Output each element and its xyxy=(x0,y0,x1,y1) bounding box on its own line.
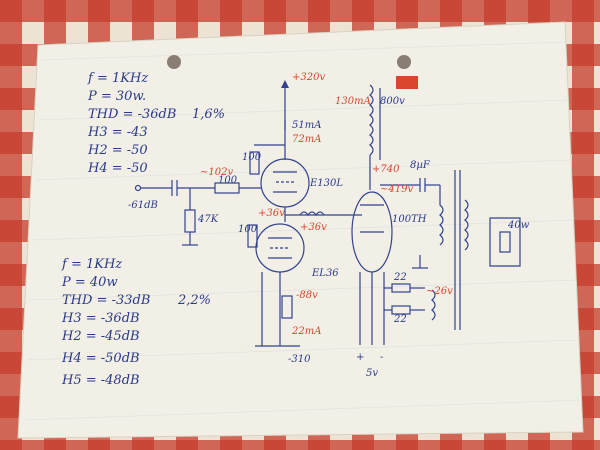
bias-2-label: +36v xyxy=(300,222,327,233)
power-tube-label: 100TH xyxy=(392,214,427,225)
schematic-labels: +320v 51mA 72mA 100 ~102v -61dB 100 47K … xyxy=(128,72,530,379)
lower-thd-percent: 2,2% xyxy=(177,293,211,308)
upper-thd-percent: 1,6% xyxy=(192,107,225,122)
lower-power: P = 40w xyxy=(61,275,118,290)
plate-current-label: 130mA xyxy=(335,96,371,107)
screen-v-label: +740 xyxy=(372,164,400,175)
input-db-label: -61dB xyxy=(128,200,158,211)
lower-freq: f = 1KHz xyxy=(61,257,122,272)
upper-thd: THD = -36dB xyxy=(88,107,176,122)
punch-hole-right xyxy=(397,55,411,69)
schematic-wiring xyxy=(134,80,521,347)
cap-label: 8µF xyxy=(410,160,431,171)
output-label: 40w xyxy=(507,220,530,231)
b-minus-label: -310 xyxy=(288,354,311,365)
ac-level-label: ~26v xyxy=(426,286,453,297)
punch-hole-left xyxy=(167,55,181,69)
lower-h4: H4 = -50dB xyxy=(61,351,140,366)
lower-h5: H5 = -48dB xyxy=(61,373,140,388)
red-highlight-mark xyxy=(396,76,418,89)
b-plus-label: +320v xyxy=(292,72,325,83)
lower-specs: f = 1KHz P = 40w THD = -33dB 2,2% H3 = -… xyxy=(61,257,211,388)
upper-h2: H2 = -50 xyxy=(87,143,148,158)
upper-power: P = 30w. xyxy=(87,89,146,104)
r-grid-label: 47K xyxy=(197,214,219,225)
upper-h3: H3 = -43 xyxy=(87,125,148,140)
upper-h4: H4 = -50 xyxy=(87,161,148,176)
plate-v-label: 800v xyxy=(380,96,405,107)
current-2-label: 72mA xyxy=(292,134,321,145)
lower-h3: H3 = -36dB xyxy=(61,311,140,326)
heater-plus-label: + xyxy=(356,352,364,363)
lower-thd: THD = -33dB xyxy=(62,293,150,308)
lower-h2: H2 = -45dB xyxy=(61,329,140,344)
screen-v2-label: ~419v xyxy=(380,184,413,195)
current-1-label: 51mA xyxy=(292,120,321,131)
upper-freq: f = 1KHz xyxy=(87,71,148,86)
r-a-label: 22 xyxy=(393,272,407,283)
tube-1-label: E130L xyxy=(309,178,343,189)
input-level-label: ~102v xyxy=(200,167,233,178)
cathode-v-label: -88v xyxy=(296,290,318,301)
r-mid-label: 100 xyxy=(238,224,258,235)
upper-specs: f = 1KHz P = 30w. THD = -36dB 1,6% H3 = … xyxy=(87,71,225,176)
current-3-label: 22mA xyxy=(291,326,321,337)
heater-label: 5v xyxy=(366,368,378,379)
tube-2-label: EL36 xyxy=(311,268,339,279)
r-b-label: 22 xyxy=(393,314,407,325)
r-input-label: 100 xyxy=(218,175,238,186)
heater-minus-label: - xyxy=(380,352,384,363)
r-top-label: 100 xyxy=(242,152,262,163)
bias-1-label: +36v xyxy=(258,208,285,219)
